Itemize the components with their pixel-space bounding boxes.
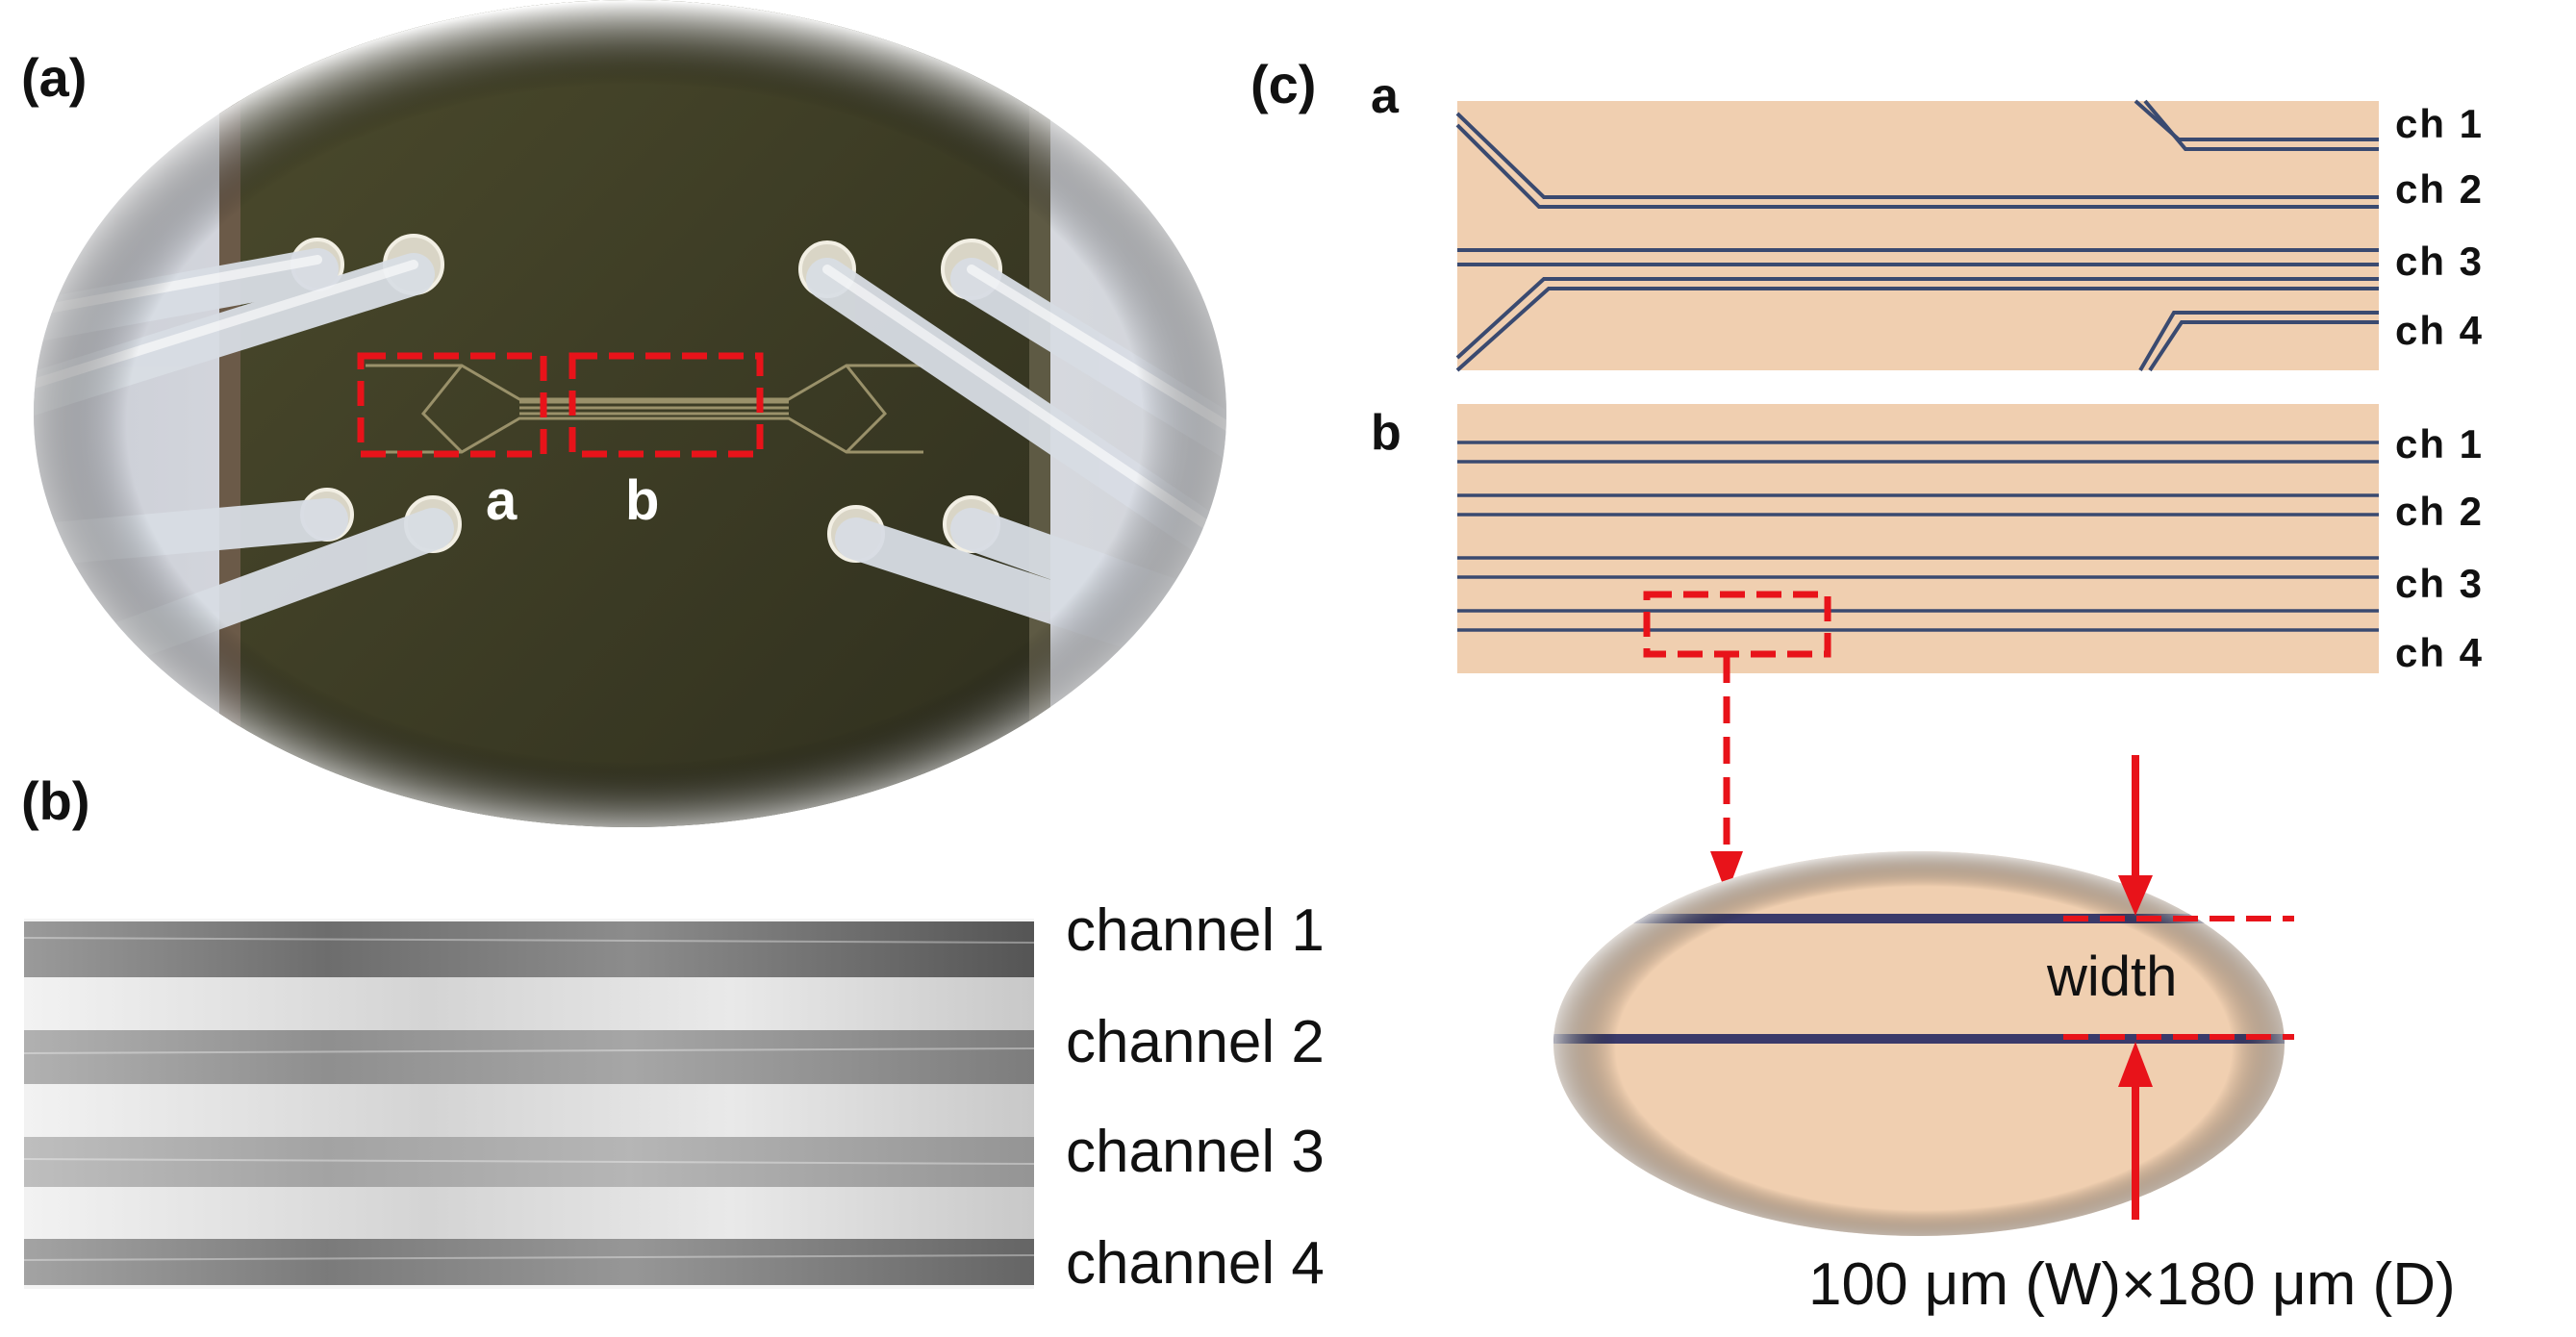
- channel-3-label: channel 3: [1066, 1119, 1325, 1185]
- panel-c-sub-a-label: a: [1371, 68, 1399, 124]
- streak-channel-3: [24, 1137, 1034, 1187]
- zoom-arrowhead: [1710, 851, 1743, 895]
- cb-ch2-label: ch 2: [2395, 489, 2485, 534]
- ca-ch4-label: ch 4: [2395, 308, 2485, 353]
- streak-channel-4: [24, 1239, 1034, 1285]
- streak-channel-2: [24, 1030, 1034, 1084]
- panel-a-label: (a): [21, 47, 88, 108]
- channel-4-label: channel 4: [1066, 1230, 1325, 1297]
- panel-c-label: (c): [1250, 54, 1317, 114]
- channel-2-label: channel 2: [1066, 1009, 1325, 1075]
- flow-streak-image: [23, 919, 1035, 1289]
- zoom-oval: [1553, 851, 2285, 1236]
- cb-ch4-label: ch 4: [2395, 630, 2485, 675]
- chip-photo: [34, 0, 1226, 827]
- ca-ch1-label: ch 1: [2395, 101, 2485, 146]
- cb-ch1-label: ch 1: [2395, 421, 2485, 467]
- region-b-box: [568, 352, 764, 458]
- cb-ch3-label: ch 3: [2395, 561, 2485, 606]
- micrograph-a: [1455, 99, 2379, 372]
- region-a-box: [357, 352, 547, 458]
- streak-channel-1: [24, 921, 1034, 977]
- region-a-label: a: [486, 469, 518, 532]
- dimension-label: 100 μm (W)×180 μm (D): [1808, 1251, 2456, 1318]
- micrograph-b: [1457, 404, 2379, 673]
- zoom-source-box: [1643, 591, 1831, 658]
- width-label: width: [2047, 946, 2178, 1008]
- channel-1-label: channel 1: [1066, 897, 1325, 964]
- panel-c-sub-b-label: b: [1371, 405, 1402, 461]
- region-b-label: b: [625, 469, 660, 532]
- ca-ch2-label: ch 2: [2395, 166, 2485, 212]
- panel-b-label: (b): [21, 770, 90, 831]
- ca-ch3-label: ch 3: [2395, 239, 2485, 284]
